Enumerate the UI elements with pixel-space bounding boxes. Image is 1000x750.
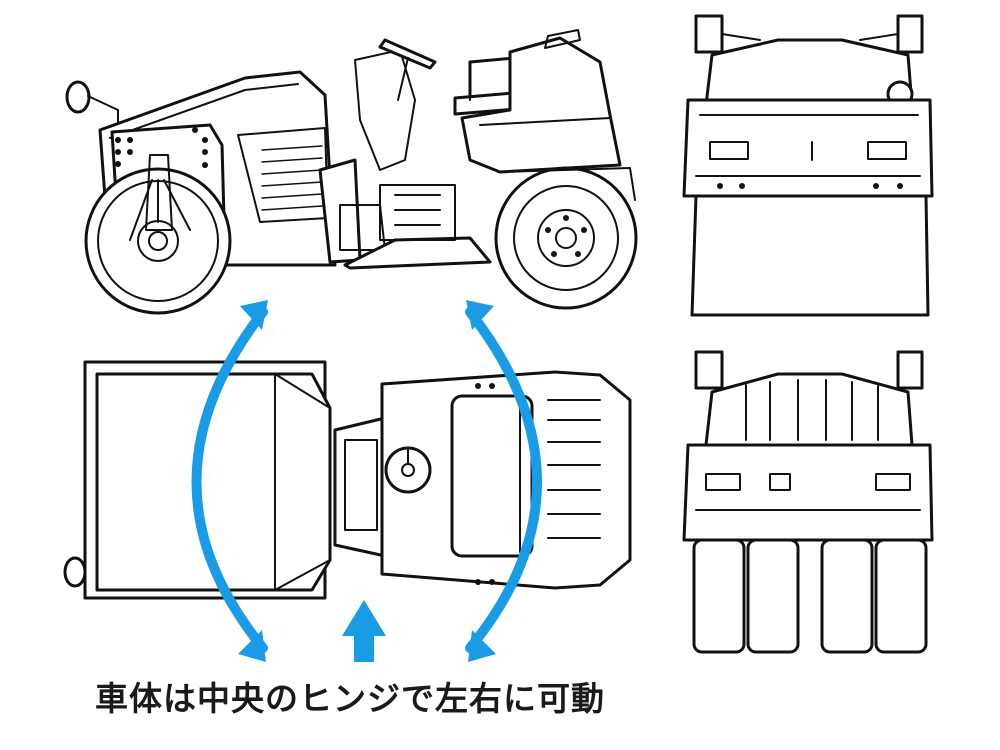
front-view — [682, 14, 934, 317]
steering-wheel-top — [384, 446, 432, 494]
forward-arrow — [342, 600, 386, 662]
seat-top — [450, 394, 534, 558]
rotation-arrow-right — [465, 300, 542, 662]
side-view — [65, 29, 638, 315]
caption-text: 車体は中央のヒンジで左右に可動 — [95, 679, 605, 718]
rear-tire — [494, 166, 638, 310]
steering-wheel-side — [378, 38, 437, 101]
top-view — [63, 360, 632, 600]
rear-view — [682, 350, 934, 654]
rear-tires — [692, 538, 928, 654]
front-drum — [84, 154, 232, 315]
rotation-arrow-left — [191, 300, 268, 662]
